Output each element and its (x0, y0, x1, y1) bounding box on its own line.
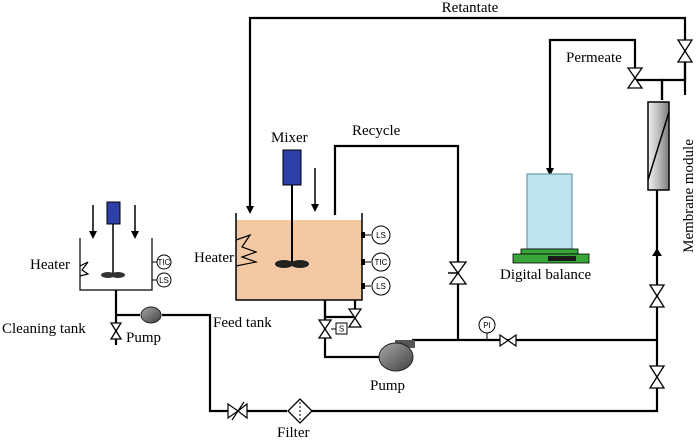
heater-coil-icon (235, 233, 259, 267)
sample-valve-icon[interactable] (347, 308, 363, 328)
svg-text:LS: LS (159, 276, 169, 285)
small-mixer-motor (106, 201, 121, 225)
feed-tank-ls-top: LS (361, 225, 391, 245)
permeate-valve-icon[interactable] (626, 67, 644, 89)
feed-tank-label: Feed tank (213, 315, 272, 331)
digital-balance (512, 173, 590, 264)
mixer-label: Mixer (271, 130, 308, 146)
impeller-icon (275, 260, 293, 268)
membrane-module (647, 101, 670, 191)
main-pump (378, 340, 415, 372)
main-pump-label: Pump (370, 378, 405, 394)
feed-tank (235, 149, 363, 301)
small-pump (140, 306, 162, 324)
cleaning-tank-ls: LS (152, 272, 172, 288)
svg-text:S: S (339, 325, 344, 334)
recycle-line (333, 144, 460, 340)
filter-label: Filter (277, 425, 310, 441)
membrane-module-label: Membrane module (681, 139, 697, 253)
check-valve-icon[interactable] (227, 401, 248, 421)
tank-outlet-valve-icon[interactable] (317, 319, 333, 339)
heater-small-label: Heater (30, 257, 70, 273)
svg-text:PI: PI (483, 321, 491, 330)
cleaning-tank-tic: TIC (152, 254, 172, 270)
small-impeller-icon (101, 272, 115, 278)
tank-outlet-line (323, 300, 380, 359)
filter-line (247, 392, 659, 413)
small-heater-coil-icon (79, 261, 90, 277)
cleaning-tank-label: Cleaning tank (2, 321, 86, 337)
cleaning-tank (79, 201, 153, 291)
small-pump-discharge-line (162, 313, 228, 413)
filter-icon (287, 398, 313, 424)
feed-tank-ls-bottom: LS (361, 276, 391, 296)
svg-text:TIC: TIC (375, 258, 388, 267)
feed-liquid (236, 220, 362, 300)
membrane-inlet-valve-icon[interactable] (648, 284, 666, 308)
svg-text:TIC: TIC (158, 258, 171, 267)
recycle-label: Recycle (352, 123, 401, 139)
line-valve-icon[interactable] (499, 333, 517, 348)
flow-arrow-icon (652, 248, 662, 256)
mixer-motor (282, 149, 302, 186)
pressure-indicator: PI (478, 316, 496, 340)
sampling-box: S (331, 322, 348, 335)
bypass-valve-icon[interactable] (648, 365, 666, 389)
retentate-label: Retantate (442, 0, 499, 16)
permeate-beaker (526, 173, 573, 250)
svg-text:LS: LS (376, 231, 386, 240)
cleaning-valve-icon[interactable] (109, 322, 123, 340)
small-pump-label: Pump (126, 330, 161, 346)
digital-balance-label: Digital balance (500, 267, 592, 283)
membrane-to-retentate-line (660, 62, 687, 100)
permeate-label: Permeate (566, 50, 622, 66)
heater-label: Heater (194, 250, 234, 266)
feed-tank-tic: TIC (361, 252, 391, 272)
retentate-valve-icon[interactable] (676, 39, 694, 63)
recycle-valve-icon[interactable] (448, 261, 468, 285)
svg-text:LS: LS (376, 282, 386, 291)
